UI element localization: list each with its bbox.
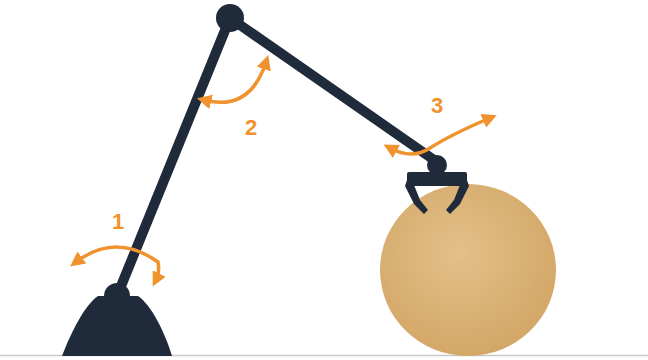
rotation-arrow <box>204 62 266 102</box>
rotation-arrow <box>390 118 490 154</box>
gripper-body <box>407 172 467 186</box>
callout-number: 1 <box>112 211 124 233</box>
callout-number: 3 <box>431 95 443 117</box>
elbow-joint <box>216 4 244 32</box>
ball-object <box>380 184 556 356</box>
callout-number: 2 <box>245 117 257 139</box>
upper-link <box>230 18 437 162</box>
lower-link <box>117 18 230 296</box>
gripper-claw <box>405 180 428 214</box>
rotation-arrow <box>76 247 159 280</box>
gripper-claw <box>446 180 469 214</box>
